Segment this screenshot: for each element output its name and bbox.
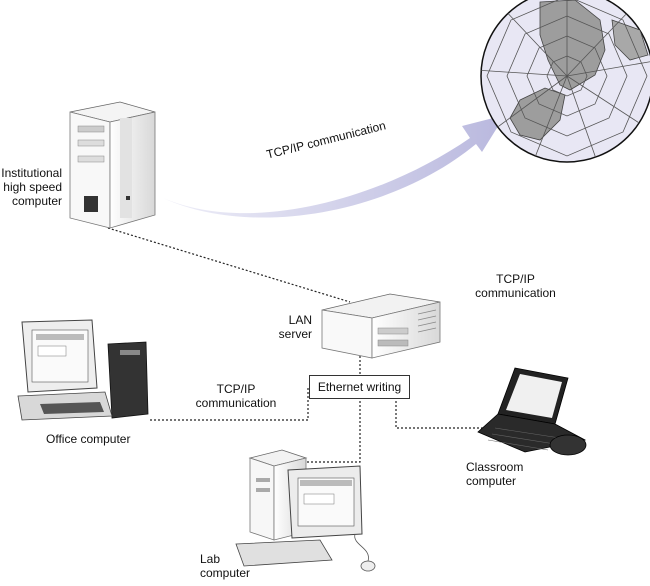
label-line: high speed <box>3 180 62 194</box>
classroom-computer-label: Classroom computer <box>466 460 523 488</box>
label-line: Classroom <box>466 460 524 474</box>
tcp-ip-office-label: TCP/IP communication <box>186 382 286 410</box>
label-line: communication <box>195 396 277 410</box>
institutional-computer-label: Institutional high speed computer <box>0 166 62 208</box>
label-line: server <box>278 327 312 341</box>
label-line: Lab <box>200 552 221 566</box>
tcp-ip-arrow <box>163 115 505 218</box>
lan-server-label: LAN server <box>262 313 312 341</box>
label-line: computer <box>11 194 62 208</box>
label-line: TCP/IP <box>216 382 256 396</box>
label-line: computer <box>466 474 517 488</box>
ethernet-writing-box: Ethernet writing <box>309 375 410 399</box>
globe-web-icon <box>480 0 650 163</box>
lab-computer-label: Lab computer <box>200 552 250 580</box>
lab-computer-icon <box>235 449 376 572</box>
label-line: LAN <box>288 313 312 327</box>
desktop-server-icon <box>321 293 441 359</box>
line-ethernet-to-lab <box>300 397 361 463</box>
connector-lines <box>107 227 484 463</box>
label-line: communication <box>475 286 556 300</box>
tower-server-icon <box>69 101 156 229</box>
line-institutional-to-server <box>107 227 351 303</box>
label-line: TCP/IP <box>496 272 535 286</box>
line-ethernet-to-classroom <box>395 397 484 429</box>
office-computer-label: Office computer <box>46 432 131 446</box>
tcp-ip-server-label: TCP/IP communication <box>468 272 563 300</box>
label-line: computer <box>200 566 251 580</box>
office-computer-icon <box>17 319 149 421</box>
laptop-icon <box>477 367 587 456</box>
line-office-to-ethernet <box>150 386 309 421</box>
label-line: Institutional <box>1 166 62 180</box>
